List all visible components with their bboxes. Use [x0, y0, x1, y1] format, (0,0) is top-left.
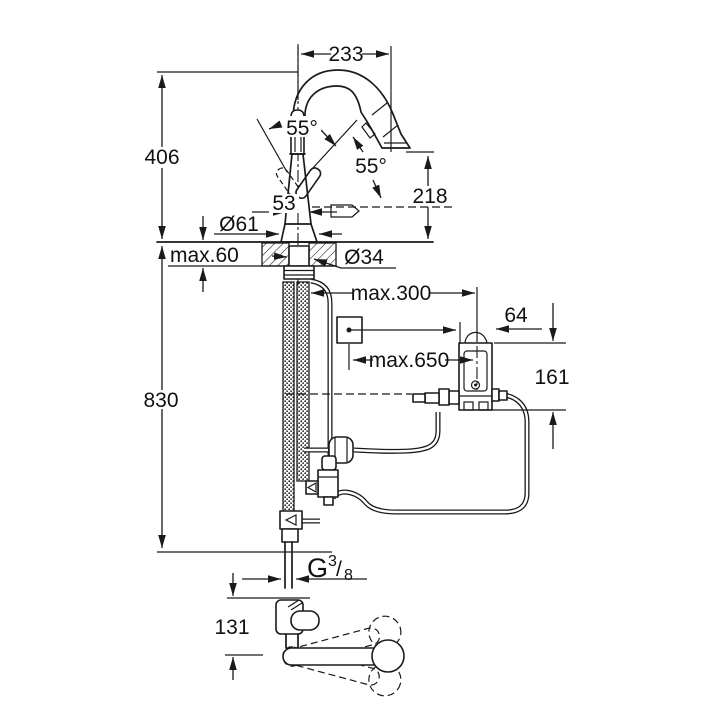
label-overall-height: 830 [143, 389, 178, 412]
label-lever-swing-right: 55° [355, 155, 387, 178]
control-unit [412, 331, 508, 411]
spray-bar-outline [330, 204, 360, 218]
spout-ball-end [371, 639, 405, 673]
label-unit-offset: 64 [504, 304, 528, 327]
spray-hose-loop-core [332, 392, 529, 514]
spray-head-button [361, 122, 376, 139]
label-lever-swing-left: 55° [286, 117, 318, 140]
deck-hatch-right [308, 242, 337, 267]
dimension-max300: max.300 [311, 282, 478, 342]
label-thread-g: G [307, 553, 328, 583]
dimension-o61: Ø61 [214, 213, 342, 238]
dimension-830: 830 [143, 246, 332, 553]
angle-arrow-left [268, 120, 283, 130]
pullout-hose-riser [310, 278, 333, 456]
dimension-o34: Ø34 [271, 246, 396, 269]
braided-hose-left [282, 281, 295, 513]
label-unit-height: 161 [534, 366, 569, 389]
spray-hose-loop [330, 391, 530, 515]
unit-inlet-fitting-4 [412, 393, 426, 403]
filter-hose-out [353, 412, 441, 454]
label-bg [284, 116, 321, 137]
spray-head-joint-line [371, 102, 388, 116]
flow-direction-icon [306, 481, 317, 494]
angle-arrow-right [320, 129, 337, 147]
power-box [336, 316, 456, 370]
valve-cap [321, 455, 337, 471]
base-detail-line2 [290, 602, 303, 611]
unit-inlet-fitting-1 [448, 390, 460, 405]
label-deck-thickness: max.60 [170, 244, 239, 267]
unit-foot-left [463, 401, 474, 411]
angle-leg-left [256, 118, 288, 173]
spout-top-view [282, 647, 383, 666]
base-detail-line [287, 599, 300, 608]
pullout-hose-riser-core [310, 279, 332, 456]
supply-elbow [279, 510, 303, 543]
unit-indicator-dot [474, 383, 477, 387]
dimension-218: 218 [406, 151, 448, 239]
label-thread-numerator: 3 [328, 553, 337, 570]
unit-outlet-fitting-1 [491, 388, 500, 402]
label-lever-width: 53 [272, 192, 295, 215]
faucet-top-view [225, 597, 405, 697]
unit-indicator-ring [470, 380, 481, 390]
label-spout-reach: 233 [328, 43, 363, 66]
unit-inlet-fitting-2 [438, 388, 450, 406]
dimension-max60: max.60 [170, 216, 239, 292]
dimension-233: 233 [297, 43, 392, 152]
power-box-dot [346, 327, 352, 333]
label-base-diameter: Ø61 [219, 213, 259, 236]
lever-top-view [290, 610, 320, 631]
label-thread-denominator: 8 [344, 567, 353, 584]
angle-arrow-up [352, 136, 364, 153]
label-bg [269, 194, 299, 213]
flow-direction-icon-2 [284, 514, 297, 526]
dimension-55-left: 55° [256, 116, 337, 173]
elbow-connector [281, 528, 299, 543]
unit-inlet-fitting-3 [424, 392, 440, 404]
label-thread-slash: / [336, 558, 342, 581]
mounting-shank [288, 245, 310, 267]
valve-body [317, 469, 339, 498]
angle-leg-right [311, 119, 358, 170]
deck-hatch-left [261, 242, 290, 267]
dimension-g38: G 3 / 8 [242, 553, 367, 584]
label-cable-length: max.650 [369, 349, 450, 372]
angle-arrow-down [372, 179, 382, 199]
filter-hose-out-core [353, 412, 440, 453]
dimension-55-right: 55° [311, 119, 452, 218]
label-hole-diameter: Ø34 [344, 246, 384, 269]
label-spout-offset-top: 131 [214, 616, 249, 639]
mounting-nut [283, 265, 315, 280]
spout-arc [292, 69, 411, 149]
check-valve [305, 455, 339, 506]
elbow-body [279, 510, 303, 530]
dimension-max650: max.650 [353, 349, 473, 372]
valve-bottom-port [323, 496, 334, 506]
unit-outlet-fitting-2 [498, 390, 508, 401]
escutcheon-base [280, 223, 318, 243]
swivel-ball-lower [368, 663, 402, 697]
under-sink-plumbing [279, 278, 530, 589]
unit-inner-panel [463, 350, 488, 392]
dimension-161: 161 [480, 303, 570, 449]
braided-hose-right [296, 281, 310, 482]
dim-arrow-left [271, 252, 288, 260]
leader-arrow [313, 258, 396, 269]
dimension-406: 406 [144, 71, 298, 239]
dimension-131: 131 [214, 573, 250, 680]
label-hose-extension: max.300 [351, 282, 432, 305]
dimension-64: 64 [459, 304, 542, 344]
dimension-53: 53 [252, 192, 337, 216]
label-outlet-height: 218 [412, 185, 447, 208]
label-spout-height: 406 [144, 146, 179, 169]
